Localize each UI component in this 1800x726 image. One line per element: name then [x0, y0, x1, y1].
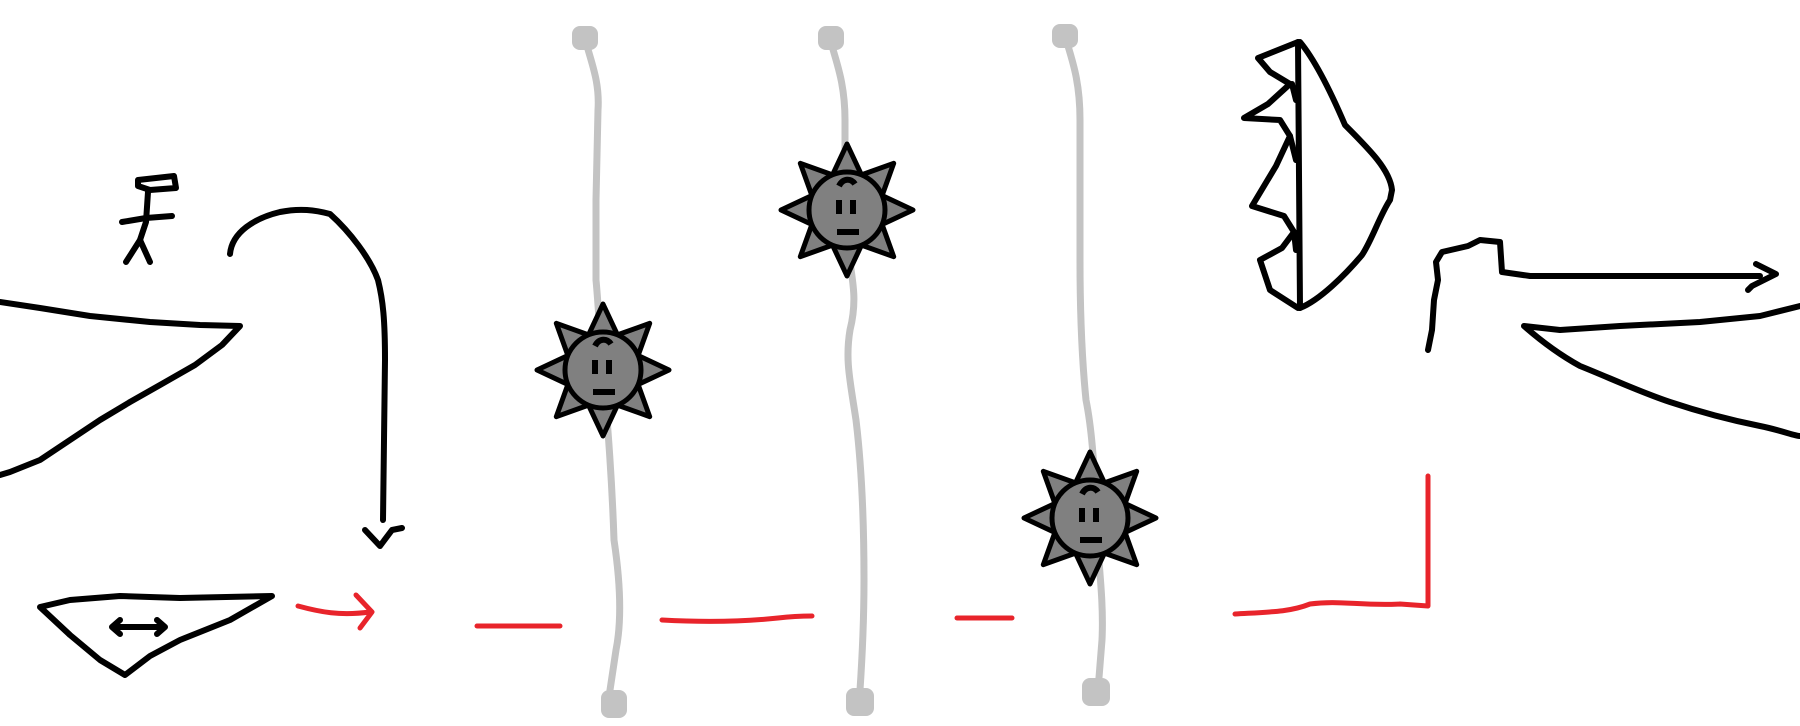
spiked-ball-icon	[778, 141, 916, 279]
starting-cliff	[0, 299, 243, 478]
spiked-ball-icon	[1021, 449, 1159, 587]
spiked-balls	[534, 141, 1159, 587]
rope-2	[818, 26, 874, 716]
player-stick-figure-icon	[119, 173, 179, 265]
exit-arrow-icon	[1425, 237, 1779, 353]
rope-3	[1052, 24, 1110, 706]
spiked-ball-icon	[534, 301, 672, 439]
goal-ledge	[1521, 303, 1800, 439]
path-hint	[295, 473, 1431, 631]
spiked-crusher	[1241, 39, 1395, 311]
moving-platform	[37, 593, 275, 678]
double-arrow-icon	[109, 617, 168, 637]
jump-arc-arrow-icon	[227, 206, 405, 549]
